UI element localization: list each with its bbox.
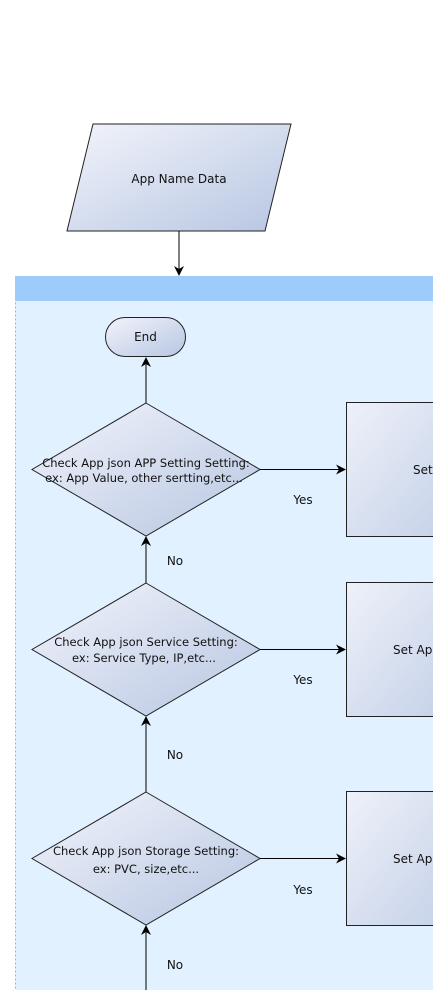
action-storage-setting-box xyxy=(346,791,433,926)
action-storage-setting-label: Set App xyxy=(393,852,433,866)
decision-app-setting-line2: ex: App Value, other sertting,etc... xyxy=(45,471,243,485)
app-yes-label: Yes xyxy=(292,493,312,507)
decision-service-setting-line2: ex: Service Type, IP,etc... xyxy=(72,651,216,665)
decision-storage-setting-line2: ex: PVC, size,etc... xyxy=(93,862,199,876)
input-node-label: App Name Data xyxy=(131,172,226,186)
action-app-setting: Set xyxy=(346,402,433,537)
input-node: App Name Data xyxy=(66,123,292,232)
action-service-setting-label: Set App xyxy=(393,643,433,657)
decision-app-setting: Check App json APP Setting Setting: ex: … xyxy=(31,402,261,537)
end-node-label: End xyxy=(134,330,157,344)
action-service-setting-box xyxy=(346,582,433,717)
action-app-setting-label: Set xyxy=(413,463,433,477)
action-app-setting-box xyxy=(346,402,433,537)
input-node-shape xyxy=(66,123,292,232)
action-service-setting: Set App xyxy=(346,582,433,717)
end-node-shape xyxy=(105,317,186,357)
service-yes-label: Yes xyxy=(292,673,312,687)
decision-storage-setting-line1: Check App json Storage Setting: xyxy=(53,844,239,858)
storage-yes-label: Yes xyxy=(292,883,312,897)
action-storage-setting: Set App xyxy=(346,791,433,926)
storage-no-label: No xyxy=(167,958,183,972)
service-no-label: No xyxy=(167,748,183,762)
decision-app-setting-line1: Check App json APP Setting Setting: xyxy=(42,456,250,470)
app-no-label: No xyxy=(167,554,183,568)
decision-service-setting: Check App json Service Setting: ex: Serv… xyxy=(31,582,261,717)
decision-storage-setting: Check App json Storage Setting: ex: PVC,… xyxy=(31,791,261,926)
end-node: End xyxy=(105,317,186,357)
container-header xyxy=(15,276,433,301)
decision-service-setting-line1: Check App json Service Setting: xyxy=(54,635,238,649)
